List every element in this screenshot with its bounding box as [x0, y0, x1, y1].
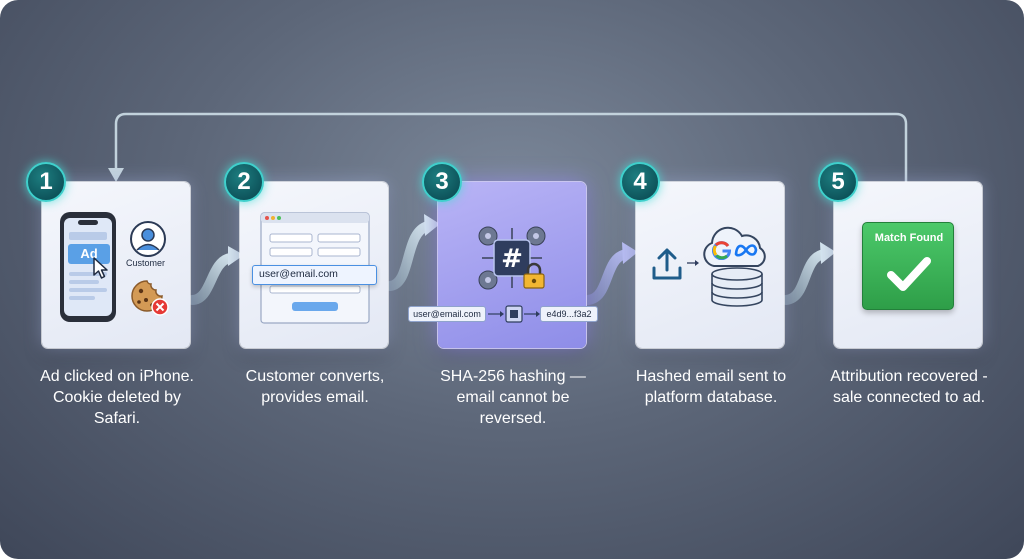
match-found-badge: Match Found — [862, 222, 954, 310]
connector-arrow-2-3 — [385, 214, 440, 291]
google-icon — [712, 241, 732, 260]
email-input[interactable]: user@email.com — [252, 265, 377, 285]
lock-icon — [523, 262, 545, 289]
step-2-badge: 2 — [224, 162, 264, 202]
connector-arrow-1-2 — [187, 246, 244, 305]
feedback-loop-line — [114, 112, 908, 182]
meta-icon — [734, 244, 758, 257]
step-3-badge: 3 — [422, 162, 462, 202]
upload-icon — [652, 248, 682, 280]
user-icon — [130, 221, 166, 257]
match-found-label: Match Found — [874, 232, 944, 244]
step-5-badge: 5 — [818, 162, 858, 202]
smartphone-icon — [60, 212, 116, 322]
customer-label: Customer — [126, 258, 166, 268]
hashed-email-pill: e4d9...f3a2 — [540, 306, 598, 322]
delete-icon — [151, 298, 169, 316]
arrow-icon — [687, 260, 699, 266]
step-2-caption: Customer converts, provides email. — [245, 368, 385, 406]
step-4-badge: 4 — [620, 162, 660, 202]
step-3-caption: SHA-256 hashing — email cannot be revers… — [440, 368, 586, 427]
pointer-cursor-icon — [93, 257, 108, 279]
step-1-caption: Ad clicked on iPhone. Cookie deleted by … — [40, 368, 194, 427]
ad-banner: Ad — [68, 244, 110, 264]
plain-email-pill: user@email.com — [408, 306, 486, 322]
feedback-loop-arrowhead — [108, 168, 124, 182]
svg-text:#: # — [501, 244, 523, 274]
hash-icon: # — [493, 239, 531, 277]
chip-icon — [488, 305, 540, 323]
database-icon — [711, 267, 763, 307]
checkmark-icon — [887, 257, 931, 291]
gear-icon — [478, 226, 546, 290]
connector-arrow-3-4 — [583, 242, 638, 305]
step-1-badge: 1 — [26, 162, 66, 202]
step-4-caption: Hashed email sent to platform database. — [635, 368, 787, 406]
connector-arrow-4-5 — [781, 242, 836, 305]
step-5-caption: Attribution recovered - sale connected t… — [830, 368, 988, 406]
